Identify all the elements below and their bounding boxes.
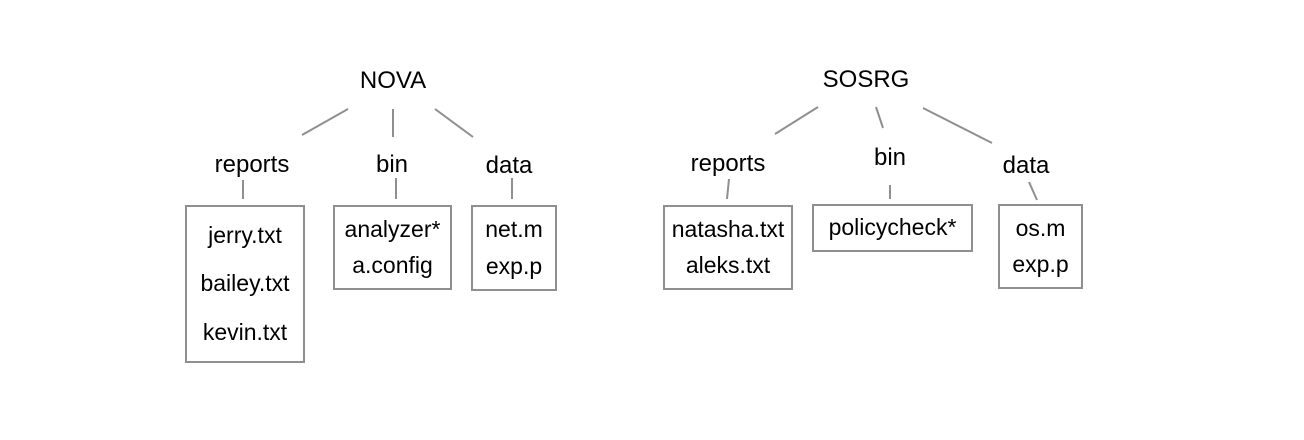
file-entry: analyzer* (344, 215, 441, 242)
sosrg-root-label: SOSRG (822, 65, 910, 93)
file-entry: a.config (352, 252, 433, 279)
edge-sosrg-bin (875, 106, 884, 129)
sosrg-data-file-box: os.m exp.p (998, 204, 1083, 289)
edge-sosrg-data-box (1028, 181, 1038, 201)
edge-nova-reports (301, 108, 349, 136)
nova-data-file-box: net.m exp.p (471, 205, 557, 291)
file-entry: aleks.txt (685, 252, 771, 279)
sosrg-dir-data-label: data (1002, 151, 1050, 179)
nova-reports-file-box: jerry.txt bailey.txt kevin.txt (185, 205, 305, 363)
file-entry: exp.p (485, 252, 543, 279)
edge-sosrg-data (922, 107, 993, 144)
edge-sosrg-reports-box (726, 178, 730, 200)
sosrg-dir-reports-label: reports (690, 149, 766, 177)
edge-nova-data (434, 108, 474, 138)
nova-bin-file-box: analyzer* a.config (333, 205, 452, 290)
sosrg-reports-file-box: natasha.txt aleks.txt (663, 205, 793, 290)
file-entry: natasha.txt (671, 215, 785, 242)
sosrg-dir-bin-label: bin (873, 143, 907, 171)
file-entry: policycheck* (828, 214, 957, 241)
nova-dir-reports-label: reports (214, 150, 290, 178)
file-entry: net.m (485, 215, 543, 242)
sosrg-bin-file-box: policycheck* (812, 204, 973, 252)
nova-dir-bin-label: bin (375, 150, 409, 178)
file-entry: exp.p (1012, 251, 1069, 278)
nova-root-label: NOVA (359, 66, 427, 94)
file-entry: jerry.txt (208, 221, 282, 248)
file-entry: kevin.txt (202, 318, 288, 345)
file-entry: bailey.txt (200, 270, 290, 297)
nova-dir-data-label: data (485, 151, 533, 179)
file-entry: os.m (1015, 214, 1066, 241)
edge-sosrg-reports (774, 106, 819, 135)
